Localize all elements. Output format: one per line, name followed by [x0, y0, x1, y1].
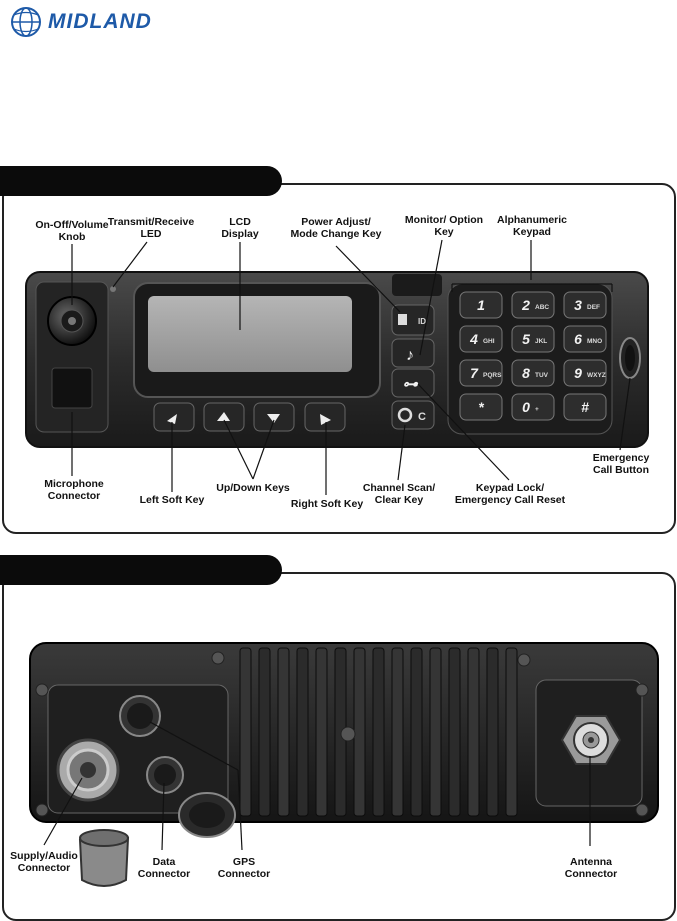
heat-sink-fins [239, 647, 518, 817]
keypad-key-label: 0 [522, 399, 530, 415]
left-soft-key[interactable] [153, 402, 195, 432]
heat-sink-fin [467, 647, 480, 817]
label-on-off-volume-knob: On-Off/Volume Knob [35, 219, 109, 243]
heat-sink-fin [296, 647, 309, 817]
keypad-key[interactable]: 1 [459, 291, 503, 319]
keypad-key-label: 1 [477, 297, 485, 313]
lcd-display [133, 282, 381, 398]
microphone-connector[interactable] [51, 367, 93, 409]
label-right-soft-key: Right Soft Key [290, 498, 364, 510]
keypad-key-sublabel: MNO [587, 338, 602, 345]
heat-sink-fin [277, 647, 290, 817]
up-key[interactable] [203, 402, 245, 432]
keypad-key-label: 6 [574, 331, 582, 347]
front-view-banner [0, 166, 282, 196]
keypad-key-label: # [581, 399, 589, 415]
tx-rx-led [110, 286, 116, 292]
keypad-key-sublabel: DEF [587, 304, 600, 311]
keypad-key-sublabel: JKL [535, 338, 547, 345]
scan-key-glyph: C [418, 411, 426, 423]
label-microphone-connector: Microphone Connector [44, 478, 104, 502]
label-lcd-display: LCD Display [221, 216, 259, 240]
label-antenna-connector: Antenna Connector [564, 856, 618, 880]
label-emergency-call: Emergency Call Button [592, 452, 650, 476]
keypad-key-label: 5 [522, 331, 530, 347]
heat-sink-fin [315, 647, 328, 817]
label-supply-audio-connector: Supply/Audio Connector [10, 850, 78, 874]
gps-connector[interactable] [119, 695, 161, 737]
heat-sink-fin [391, 647, 404, 817]
rear-leader-lines [43, 721, 591, 851]
label-alphanumeric-keypad: Alphanumeric Keypad [496, 214, 567, 238]
keypad-key-label: 9 [574, 365, 582, 381]
heat-sink-fin [410, 647, 423, 817]
heat-sink-fin [372, 647, 385, 817]
data-connector[interactable] [146, 756, 184, 794]
keypad-key[interactable]: 3 DEF [563, 291, 607, 319]
keypad-key-label: 8 [522, 365, 530, 381]
keypad-key-sublabel: PQRS [483, 372, 502, 379]
label-power-adjust: Power Adjust/ Mode Change Key [290, 216, 382, 240]
keypad-key-label: * [478, 399, 484, 415]
keypad-key[interactable]: 6 MNO [563, 325, 607, 353]
antenna-connector[interactable] [560, 715, 622, 765]
brand-name: MIDLAND [48, 10, 152, 33]
keypad-key-label: 3 [574, 297, 582, 313]
keypad-key[interactable]: 4 GHI [459, 325, 503, 353]
label-data-connector: Data Connector [137, 856, 191, 880]
power-key-glyph: ID [418, 317, 426, 326]
monitor-key-glyph: ♪ [406, 347, 414, 364]
supply-cap [78, 829, 130, 887]
keypad-key-sublabel: ABC [535, 304, 549, 311]
keypad-key-label: 2 [521, 297, 530, 313]
heat-sink-fin [353, 647, 366, 817]
keypad-key-sublabel: WXYZ [587, 372, 606, 379]
label-keypad-lock: Keypad Lock/ Emergency Call Reset [454, 482, 566, 506]
lock-key-glyph: ⊶ [403, 376, 419, 393]
label-left-soft-key: Left Soft Key [139, 494, 205, 506]
heat-sink-fin [239, 647, 252, 817]
monitor-option-key[interactable]: ♪ [391, 338, 435, 368]
screws [35, 651, 649, 817]
keypad-lock-key[interactable]: ⊶ [391, 368, 435, 398]
channel-scan-key[interactable]: C [391, 400, 435, 430]
label-monitor-option: Monitor/ Option Key [404, 214, 484, 238]
keypad-key-sublabel: TUV [535, 372, 549, 379]
data-connector-cap [178, 792, 236, 838]
keypad-key[interactable]: 2 ABC [511, 291, 555, 319]
heat-sink-fin [486, 647, 499, 817]
globe-icon [11, 7, 41, 37]
right-soft-key[interactable] [304, 402, 346, 432]
power-adjust-key[interactable]: ID [391, 304, 435, 336]
label-channel-scan: Channel Scan/ Clear Key [362, 482, 436, 506]
keypad-key[interactable]: 0+ [511, 393, 555, 421]
rear-radio-body [29, 642, 659, 823]
keypad-key[interactable]: 9 WXYZ [563, 359, 607, 387]
label-transmit-receive-led: Transmit/Receive LED [107, 216, 195, 240]
label-gps-connector: GPS Connector [217, 856, 271, 880]
front-leader-lines [71, 239, 631, 495]
heat-sink-fin [429, 647, 442, 817]
keypad-key[interactable]: 7 PQRS [459, 359, 503, 387]
keypad-key[interactable]: 8 TUV [511, 359, 555, 387]
keypad-key-label: 4 [469, 331, 478, 347]
keypad-key-sublabel: GHI [483, 338, 495, 345]
volume-knob[interactable] [47, 296, 97, 346]
midland-logo: MIDLAND [8, 4, 184, 40]
heat-sink-fin [258, 647, 271, 817]
rear-view-banner [0, 555, 282, 585]
down-key[interactable] [253, 402, 295, 432]
keypad-key-sublabel: + [535, 406, 539, 413]
keypad-key[interactable]: * [459, 393, 503, 421]
keypad-key[interactable]: 5 JKL [511, 325, 555, 353]
heat-sink-fin [505, 647, 518, 817]
label-up-down-keys: Up/Down Keys [216, 482, 290, 494]
emergency-call-button[interactable] [619, 337, 641, 379]
keypad-key-label: 7 [470, 365, 479, 381]
heat-sink-fin [448, 647, 461, 817]
supply-audio-connector[interactable] [56, 738, 120, 802]
keypad-key[interactable]: # [563, 393, 607, 421]
